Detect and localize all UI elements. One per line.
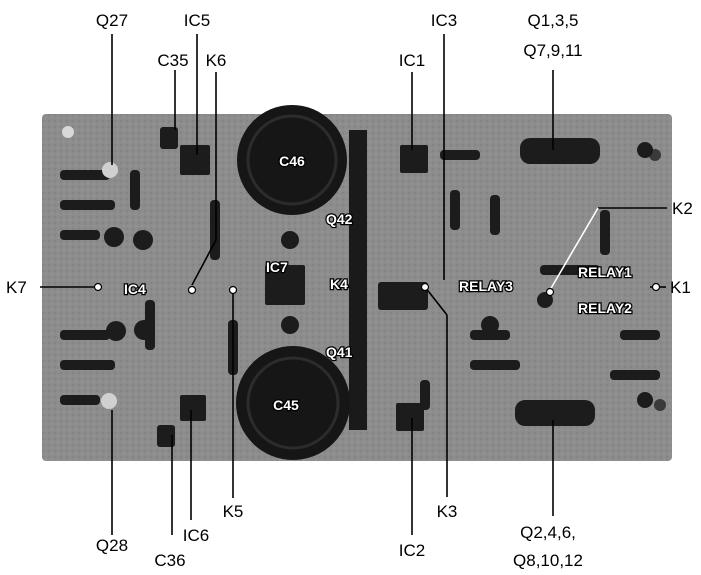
mounting-hole <box>654 399 666 411</box>
label-q27: Q27 <box>96 11 128 30</box>
label-q7-9-11: Q7,9,11 <box>523 41 582 60</box>
leader-lines <box>40 34 667 535</box>
label-k3: K3 <box>437 502 458 521</box>
label-q2-4-6: Q2,4,6, <box>520 523 576 542</box>
label-k5: K5 <box>223 502 244 521</box>
label-ic3: IC3 <box>431 11 457 30</box>
board-label-relay2: RELAY2 <box>578 300 632 316</box>
board-label-c45: C45 <box>273 397 299 413</box>
board-label-ic7: IC7 <box>266 259 288 275</box>
capacitor-c46 <box>237 105 347 215</box>
board-label-relay3: RELAY3 <box>459 278 513 294</box>
leader-dots <box>93 282 661 297</box>
label-k2: K2 <box>672 199 693 218</box>
board-label-q41: Q41 <box>326 344 353 360</box>
label-k7: K7 <box>6 278 27 297</box>
mounting-hole <box>62 126 74 138</box>
board-label-relay1: RELAY1 <box>578 264 632 280</box>
label-ic1: IC1 <box>399 51 425 70</box>
capacitor-c45 <box>236 346 350 460</box>
label-q8-10-12: Q8,10,12 <box>513 551 583 570</box>
label-ic2: IC2 <box>399 541 425 560</box>
components <box>60 127 660 447</box>
transistor-pads <box>101 162 118 409</box>
label-ic5: IC5 <box>184 11 210 30</box>
label-ic6: IC6 <box>183 526 209 545</box>
label-q28: Q28 <box>96 536 128 555</box>
label-c35: C35 <box>157 51 188 70</box>
board-label-k4: K4 <box>330 276 348 292</box>
board-label-ic4: IC4 <box>124 281 146 297</box>
heatsink-bar <box>349 130 367 430</box>
label-c36: C36 <box>154 551 185 570</box>
board-label-c46: C46 <box>279 153 305 169</box>
label-k1: K1 <box>670 278 691 297</box>
label-q1-3-5: Q1,3,5 <box>527 11 578 30</box>
board-label-q42: Q42 <box>326 211 353 227</box>
label-k6: K6 <box>206 51 227 70</box>
